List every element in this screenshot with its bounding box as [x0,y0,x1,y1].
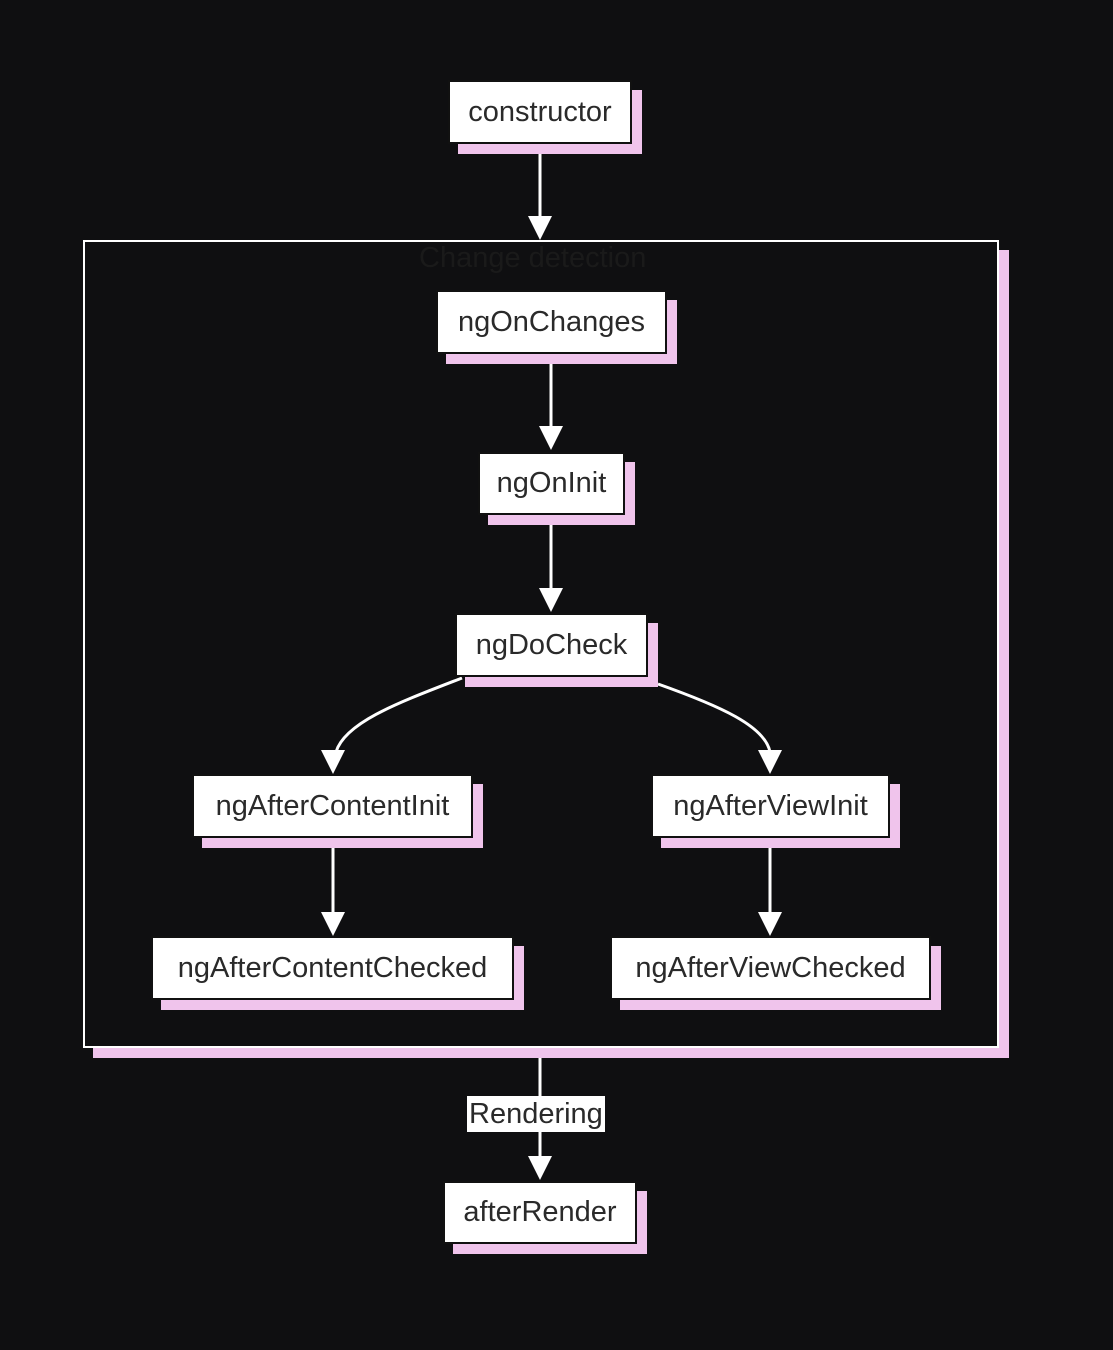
node-ngdocheck[interactable]: ngDoCheck [455,613,648,677]
node-ngoninit[interactable]: ngOnInit [478,452,625,515]
arrowhead [539,426,563,450]
node-afterrender[interactable]: afterRender [443,1181,637,1244]
arrowhead [528,216,552,240]
edge-ngdocheck-to-ngafterviewinit [657,682,772,753]
node-ngafterviewchecked[interactable]: ngAfterViewChecked [610,936,931,1000]
arrowhead [321,750,345,774]
edge-label-rendering: Rendering [467,1096,605,1132]
node-ngaftercontentinit[interactable]: ngAfterContentInit [192,774,473,838]
node-ngafterviewinit[interactable]: ngAfterViewInit [651,774,890,838]
arrowhead [528,1156,552,1180]
arrowhead [758,912,782,936]
node-ngaftercontentchecked[interactable]: ngAfterContentChecked [151,936,514,1000]
arrowhead [758,750,782,774]
node-ngonchanges[interactable]: ngOnChanges [436,290,667,354]
node-constructor[interactable]: constructor [448,80,632,144]
arrowhead [321,912,345,936]
edge-ngdocheck-to-ngaftercontentinit [334,676,463,753]
arrowhead [539,588,563,612]
group-title: Change detection [419,242,647,274]
